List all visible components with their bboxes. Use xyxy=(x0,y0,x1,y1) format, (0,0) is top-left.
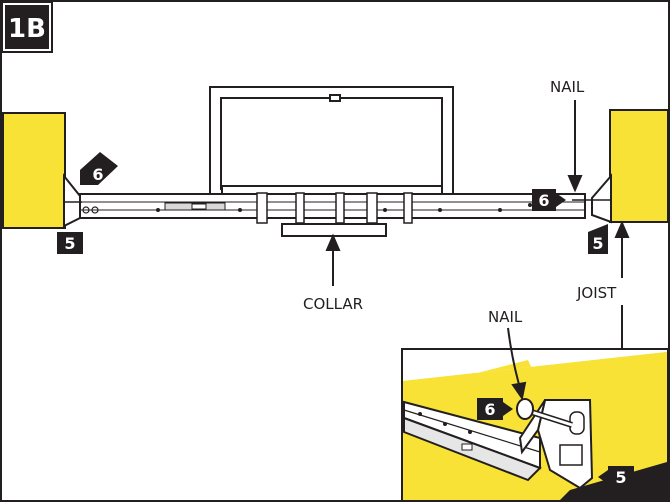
right-joist-block xyxy=(609,109,669,223)
drawer-box xyxy=(209,86,454,197)
callout-five-right: 5 xyxy=(588,224,608,254)
step-label: 1B xyxy=(8,14,46,44)
slide-rail xyxy=(79,192,586,224)
svg-text:5: 5 xyxy=(615,468,626,487)
callout-six-right: 6 xyxy=(532,189,566,211)
joist-label: JOIST xyxy=(576,284,617,302)
left-joist-block xyxy=(2,112,66,229)
callout-six-left: 6 xyxy=(80,152,118,185)
nail-label-top: NAIL xyxy=(550,78,585,96)
right-bracket xyxy=(572,173,612,224)
inset-detail xyxy=(401,348,669,501)
svg-text:6: 6 xyxy=(538,191,549,210)
left-bracket xyxy=(63,173,82,228)
joist-arrow-up xyxy=(614,220,630,278)
nail-label-inset: NAIL xyxy=(488,308,523,326)
svg-text:5: 5 xyxy=(592,234,603,253)
inset-nail-leader xyxy=(507,327,527,401)
collar-arrow xyxy=(325,233,341,286)
collar-bar xyxy=(281,223,387,237)
callout-five-left: 5 xyxy=(57,232,83,254)
svg-text:6: 6 xyxy=(484,400,495,419)
svg-text:6: 6 xyxy=(92,165,103,184)
step-badge: 1B xyxy=(1,1,53,53)
callout-five-inset: 5 xyxy=(598,466,634,488)
collar-label: COLLAR xyxy=(303,295,363,313)
svg-text:5: 5 xyxy=(64,234,75,253)
nail-arrow xyxy=(567,100,583,193)
callout-six-inset: 6 xyxy=(477,398,513,420)
